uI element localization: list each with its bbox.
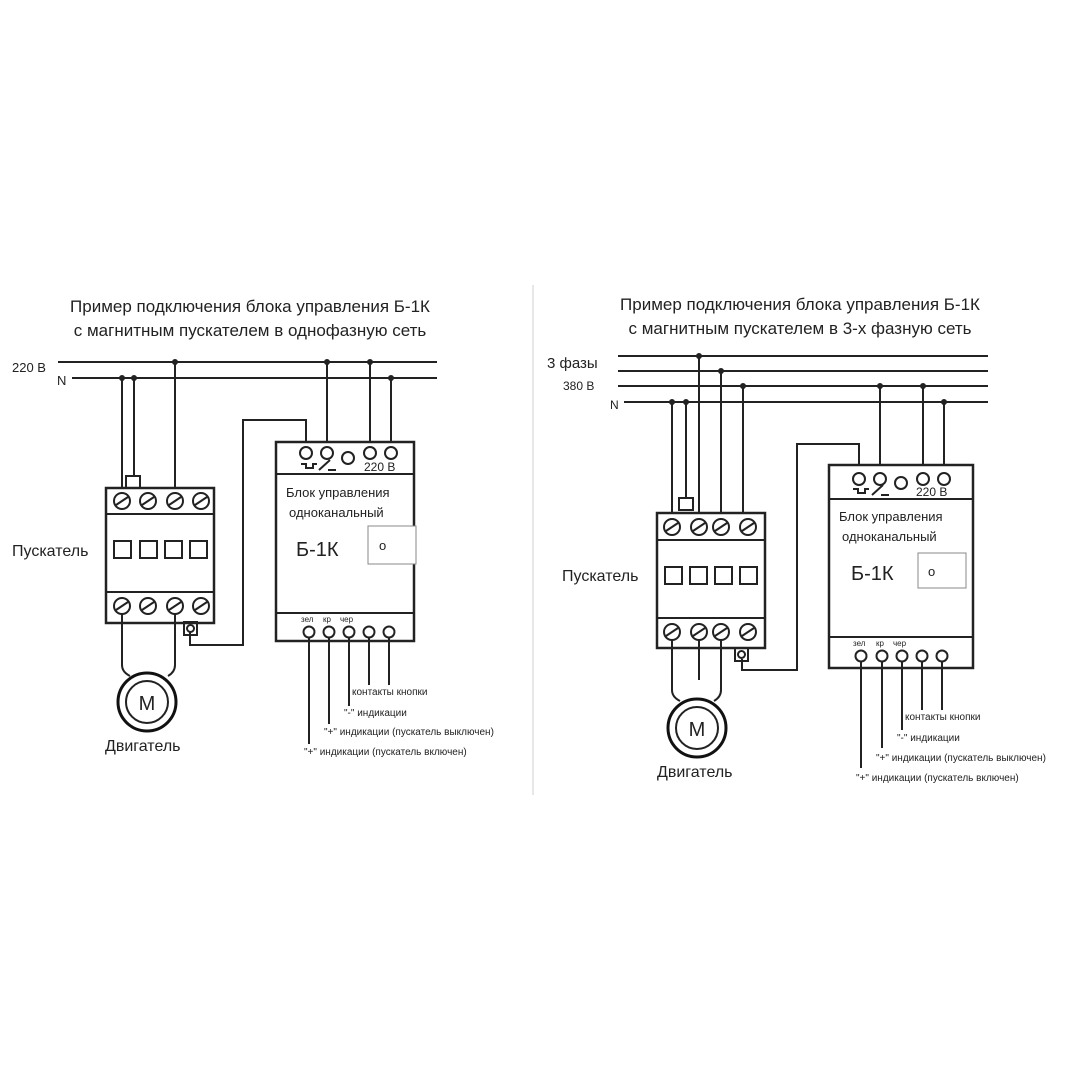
- unit-name-line2: одноканальный: [842, 529, 937, 544]
- starter-label: Пускатель: [12, 543, 88, 560]
- junction-dots: [669, 353, 947, 405]
- unit-voltage-label: 220 В: [916, 485, 947, 499]
- terminal-label-black: чер: [893, 639, 907, 648]
- diagram-title-line1: Пример подключения блока управления Б-1К: [620, 295, 980, 314]
- motor-leads: [121, 614, 176, 677]
- indicator-symbol: o: [928, 564, 935, 579]
- supply-drops: [671, 356, 945, 527]
- starter: [655, 497, 767, 662]
- motor-inner: [675, 706, 719, 750]
- starter-top-terminals: [663, 518, 757, 536]
- starter-windows: [113, 540, 208, 559]
- terminal-label-red: кр: [323, 615, 332, 624]
- supply-label-voltage: 380 В: [563, 379, 594, 393]
- motor-label: Двигатель: [105, 738, 181, 755]
- control-unit: 220 В Блок управления одноканальный Б-1К…: [827, 463, 975, 670]
- annotation-minus: "-" индикации: [344, 708, 407, 719]
- motor-outer: [666, 697, 728, 759]
- starter-label: Пускатель: [562, 568, 638, 585]
- unit-name-line1: Блок управления: [839, 509, 943, 524]
- unit-bottom-terminals: [302, 625, 396, 639]
- terminal-label-black: чер: [340, 615, 354, 624]
- unit-name-line2: одноканальный: [289, 505, 384, 520]
- diagram-three-phase: Пример подключения блока управления Б-1К…: [547, 295, 1046, 784]
- motor-symbol: M: [689, 719, 706, 741]
- motor-label: Двигатель: [657, 764, 733, 781]
- supply-drops: [121, 362, 392, 492]
- annotation-plus-on: "+" индикации (пускатель включен): [856, 773, 1019, 784]
- control-wire: [741, 443, 860, 671]
- indicator-window: [367, 525, 417, 565]
- control-unit: 220 В Блок управления одноканальный Б-1К…: [274, 440, 417, 643]
- unit-name-line1: Блок управления: [286, 485, 390, 500]
- diagram-title-line2: с магнитным пускателем в 3-х фазную сеть: [629, 319, 972, 338]
- annotation-plus-on: "+" индикации (пускатель включен): [304, 747, 467, 758]
- motor-inner: [125, 680, 169, 724]
- terminal-label-green: зел: [301, 615, 314, 624]
- supply-label-phases: 3 фазы: [547, 355, 598, 372]
- unit-voltage-label: 220 В: [364, 460, 395, 474]
- supply-label-220v: 220 В: [12, 360, 46, 375]
- unit-top-terminals: [852, 472, 951, 496]
- supply-label-neutral: N: [610, 398, 619, 412]
- starter-top-terminals: [113, 492, 210, 510]
- unit-top-terminals: [299, 446, 398, 471]
- motor-symbol: M: [139, 693, 156, 715]
- diagram-title-line2: с магнитным пускателем в однофазную сеть: [74, 321, 427, 340]
- unit-bottom-terminals: [854, 649, 949, 663]
- terminal-leads: [308, 638, 390, 744]
- terminal-leads: [860, 662, 943, 768]
- supply-label-neutral: N: [57, 373, 66, 388]
- unit-model: Б-1К: [296, 539, 339, 561]
- annotation-minus: "-" индикации: [897, 733, 960, 744]
- annotation-plus-off: "+" индикации (пускатель выключен): [324, 727, 494, 738]
- control-wire: [189, 419, 307, 646]
- annotation-plus-off: "+" индикации (пускатель выключен): [876, 753, 1046, 764]
- annotation-button-contacts: контакты кнопки: [352, 687, 427, 698]
- terminal-label-red: кр: [876, 639, 885, 648]
- motor-leads: [671, 640, 722, 702]
- indicator-window: [917, 552, 967, 589]
- terminal-label-green: зел: [853, 639, 866, 648]
- unit-model: Б-1К: [851, 563, 894, 585]
- annotation-button-contacts: контакты кнопки: [905, 712, 980, 723]
- diagram-title-line1: Пример подключения блока управления Б-1К: [70, 297, 430, 316]
- indicator-symbol: o: [379, 538, 386, 553]
- starter-windows: [664, 566, 758, 585]
- motor-outer: [116, 671, 178, 733]
- diagram-single-phase: Пример подключения блока управления Б-1К…: [12, 297, 494, 758]
- starter: [104, 475, 216, 636]
